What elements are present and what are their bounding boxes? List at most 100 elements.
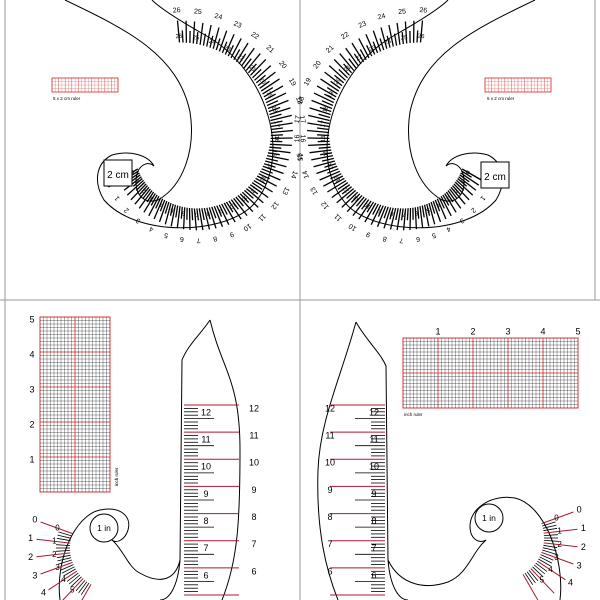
curve-tick: [62, 578, 84, 600]
scale-tick: [235, 42, 249, 63]
scale-tick: [155, 197, 162, 209]
scale-number-inner: 19: [327, 90, 336, 99]
scale-tick: [248, 186, 259, 195]
scale-number-inner: 23: [223, 45, 232, 53]
scale-tick: [406, 208, 409, 221]
scale-tick: [458, 176, 477, 191]
scale-tick: [139, 185, 148, 196]
shank-number-outer: 6: [327, 566, 332, 576]
scale-tick: [269, 146, 282, 149]
scale-tick: [182, 207, 186, 230]
scale-tick: [317, 127, 330, 131]
curve-tick: [522, 574, 539, 600]
scale-tick: [372, 203, 379, 215]
scale-tick: [338, 68, 348, 79]
scale-tick: [233, 49, 241, 61]
scale-tick: [313, 160, 335, 168]
scale-tick: [251, 182, 263, 190]
curve-number-inner: 5: [70, 585, 75, 594]
french-curve-outline: [64, 0, 274, 229]
scale-tick: [212, 27, 220, 49]
scale-tick: [267, 152, 280, 156]
panel-top-right: 0123456789101112131415161718192021222324…: [294, 0, 552, 244]
inch-grid-ruler: [39, 316, 111, 493]
scale-number-inner: 21: [248, 65, 257, 74]
scale-tick: [265, 92, 287, 104]
scale-tick: [419, 206, 424, 229]
scale-tick: [262, 87, 274, 95]
scale-tick: [445, 191, 454, 203]
scale-tick: [132, 178, 143, 187]
scale-number: 7: [196, 236, 201, 243]
curve-number-outer: 0: [32, 514, 37, 524]
curve-tick: [80, 582, 90, 596]
scale-tick: [365, 34, 376, 55]
scale-tick: [270, 134, 283, 137]
scale-tick: [366, 201, 375, 213]
scale-number: 16: [299, 135, 306, 143]
scale-number: 21: [325, 44, 336, 54]
scale-tick: [158, 200, 168, 223]
curve-tick: [71, 576, 82, 587]
scale-number-inner: 7: [193, 211, 198, 217]
scale-tick: [366, 45, 373, 57]
scale-tick: [393, 33, 398, 46]
scale-number: 2: [123, 206, 131, 214]
scale-tick: [401, 32, 404, 45]
scale-tick: [327, 168, 339, 174]
scale-tick: [318, 113, 331, 119]
scale-tick: [259, 170, 281, 181]
scale-tick: [254, 65, 272, 81]
scale-tick: [423, 204, 430, 227]
scale-number-inner: 13: [334, 174, 343, 183]
scale-tick: [383, 206, 389, 219]
ruler-caption: 5 x 2 cm ruler: [53, 96, 81, 101]
scale-tick: [259, 80, 270, 89]
scale-tick: [209, 35, 214, 48]
scale-tick: [188, 207, 191, 231]
scale-tick: [333, 58, 350, 76]
scale-number: 11: [256, 212, 266, 222]
scale-tick: [193, 208, 198, 231]
scale-number-inner: 0: [463, 169, 470, 175]
curve-tick: [78, 581, 88, 594]
scale-tick: [447, 190, 462, 209]
scale-tick: [430, 201, 436, 214]
scale-number: 13: [280, 186, 290, 196]
scale-number: 26: [419, 7, 427, 15]
scale-number: 24: [377, 13, 386, 22]
scale-tick: [454, 181, 465, 191]
french-curve-outline: [326, 0, 536, 229]
scale-tick: [461, 170, 472, 178]
shank-number-inner: 6: [371, 570, 376, 580]
scale-tick: [457, 178, 468, 187]
scale-number-inner: 16: [273, 135, 279, 142]
curve-tick: [532, 566, 543, 577]
scale-tick: [264, 93, 277, 101]
scale-number: 24: [214, 13, 223, 22]
scale-tick: [142, 188, 151, 199]
shank-number-inner: 7: [371, 543, 376, 553]
curve-number-outer: 4: [41, 587, 46, 597]
scale-tick: [358, 200, 372, 220]
scale-number-inner: 16: [321, 135, 327, 142]
ruler-number: 4: [540, 326, 545, 336]
scale-tick: [224, 34, 235, 55]
scale-number-inner: 17: [273, 120, 280, 128]
scale-tick: [268, 106, 281, 113]
scale-tick: [225, 201, 234, 213]
scale-tick: [237, 194, 254, 213]
scale-tick: [327, 179, 347, 193]
curve-number-inner: 2: [52, 550, 57, 559]
french-curve-outline: [317, 321, 562, 600]
scale-number: 17: [298, 115, 306, 124]
scale-tick: [352, 197, 367, 216]
shank-number-outer: 8: [251, 512, 256, 522]
scale-tick: [250, 58, 267, 76]
shank-number-inner: 11: [369, 434, 378, 444]
scale-tick: [245, 53, 261, 71]
